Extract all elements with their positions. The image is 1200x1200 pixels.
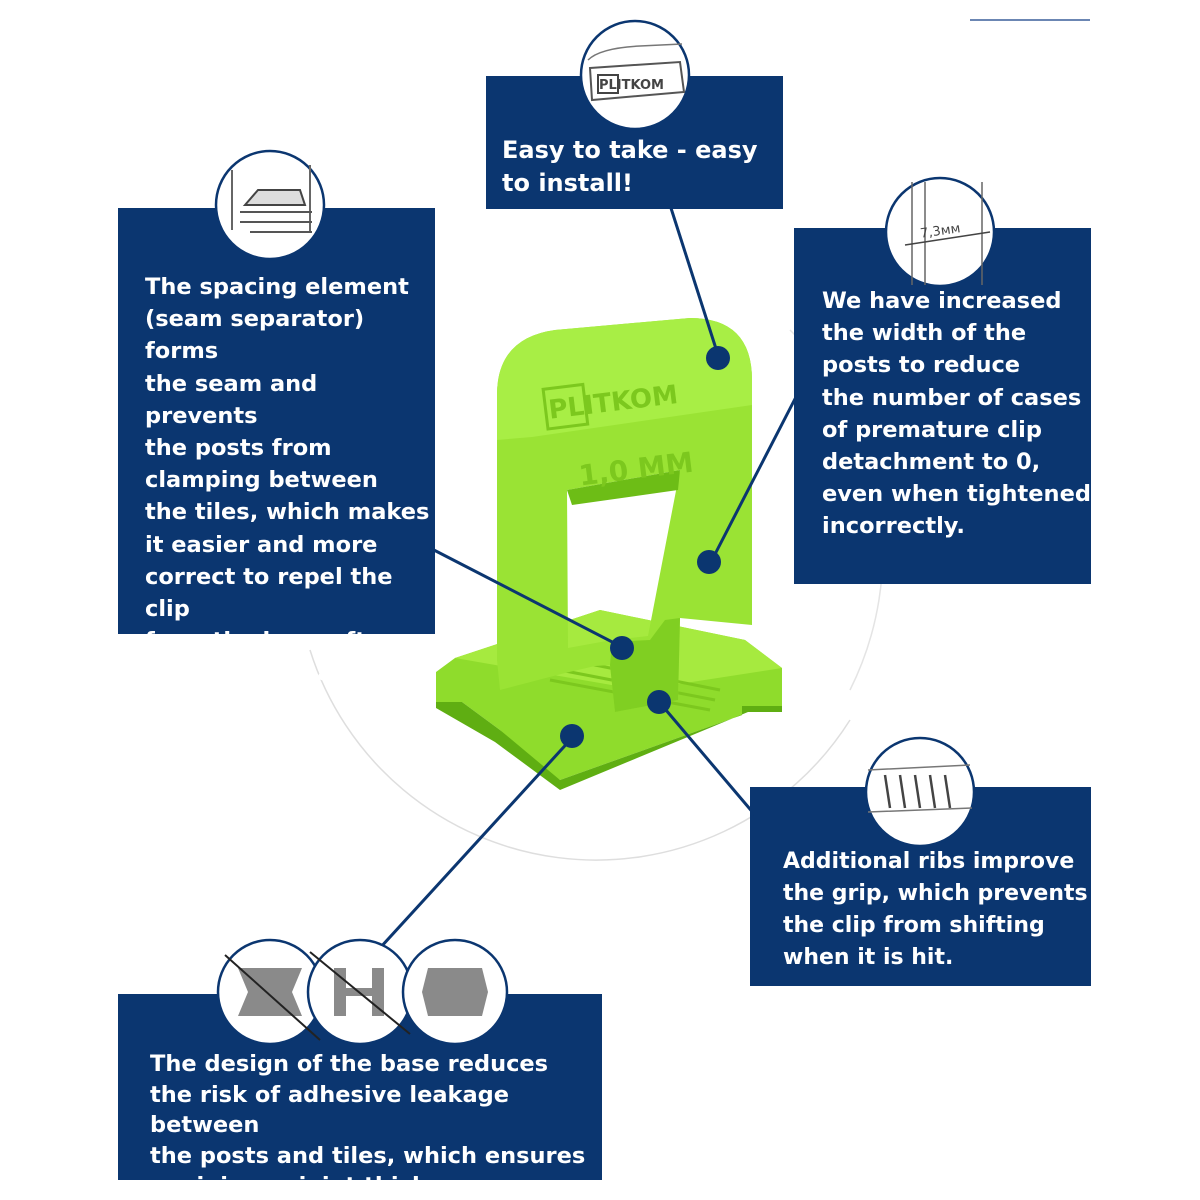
clip-window-shadow bbox=[567, 470, 680, 505]
leader-line-left bbox=[429, 546, 621, 648]
callout-seam-separator-text: The spacing element (seam separator) for… bbox=[145, 274, 430, 687]
post-width-dimension: 7,3мм bbox=[919, 221, 961, 241]
callout-ribs-text: Additional ribs improve the grip, which … bbox=[783, 849, 1088, 970]
post-width-icon: 7,3мм bbox=[884, 176, 996, 288]
leader-line-ribs bbox=[658, 702, 757, 816]
dot-ribs bbox=[647, 690, 671, 714]
logo-detail-icon: PLITKOM bbox=[579, 19, 691, 131]
crossed-h-shape-icon bbox=[216, 938, 324, 1046]
clip-head bbox=[497, 318, 752, 440]
crossed-double-post-icon bbox=[306, 938, 414, 1046]
callout-post-width-text: We have increased the width of the posts… bbox=[822, 288, 1091, 540]
leader-line-top bbox=[668, 204, 720, 356]
dot-head bbox=[706, 346, 730, 370]
emboss-box bbox=[541, 382, 590, 431]
leader-dots bbox=[560, 346, 730, 748]
clip-base-shadow bbox=[436, 702, 782, 790]
callout-post-width: We have increased the width of the posts… bbox=[794, 228, 1091, 584]
dot-separator bbox=[610, 636, 634, 660]
logo-detail-brand: PLITKOM bbox=[599, 78, 664, 93]
leader-line-base bbox=[378, 736, 574, 950]
seam-separator-icon bbox=[214, 149, 326, 261]
dot-base bbox=[560, 724, 584, 748]
dot-post bbox=[697, 550, 721, 574]
callout-base-design: The design of the base reduces the risk … bbox=[118, 994, 602, 1199]
rounded-base-icon bbox=[401, 938, 509, 1046]
callout-base-design-text: The design of the base reduces the risk … bbox=[150, 1051, 586, 1199]
leader-lines bbox=[378, 204, 799, 950]
leader-line-right bbox=[710, 394, 799, 561]
callout-seam-separator: The spacing element (seam separator) for… bbox=[118, 208, 435, 686]
callout-easy-install-text: Easy to take - easy to install! bbox=[502, 136, 758, 197]
ribs-icon bbox=[864, 736, 976, 848]
